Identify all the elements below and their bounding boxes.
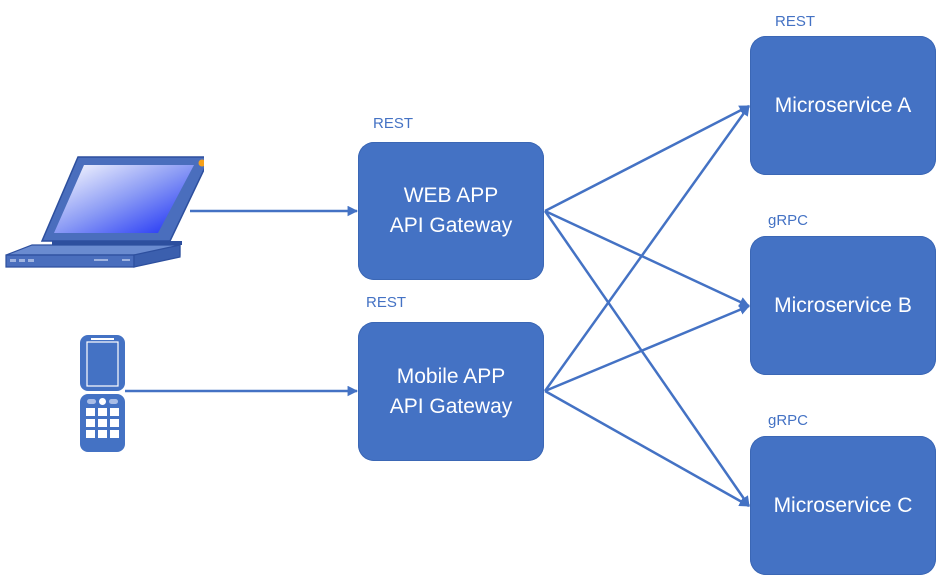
edge-mobile-to-a	[543, 105, 751, 392]
mobile-gateway-subtitle: API Gateway	[389, 394, 513, 418]
web-gateway-subtitle: API Gateway	[389, 214, 513, 237]
microservice-a-node[interactable]: Microservice A	[750, 36, 936, 175]
microservice-b-protocol-label: gRPC	[768, 212, 809, 229]
mobile-gateway-protocol-label: REST	[366, 294, 407, 311]
microservice-c-protocol-label: gRPC	[768, 412, 809, 429]
edge-mobile-to-c	[544, 389, 750, 508]
microservice-c-node[interactable]: Microservice C	[750, 436, 936, 575]
microservice-b-node[interactable]: Microservice B	[750, 236, 936, 375]
web-gateway-protocol-label: REST	[373, 115, 414, 132]
edge-web-to-c	[543, 210, 751, 507]
microservice-a-protocol-label: REST	[775, 13, 816, 30]
microservice-a-label: Microservice A	[774, 93, 912, 117]
laptop-icon	[5, 156, 204, 268]
edge-web-to-a	[544, 104, 750, 213]
microservice-c-label: Microservice C	[773, 493, 913, 517]
web-gateway-title: WEB APP	[403, 184, 499, 207]
mobile-gateway-title: Mobile APP	[396, 364, 506, 388]
microservice-b-label: Microservice B	[774, 293, 912, 317]
web-app-api-gateway-node[interactable]: WEB APP API Gateway	[358, 142, 544, 280]
edge-mobile-to-b	[544, 304, 750, 393]
edge-web-to-b	[544, 209, 750, 308]
mobile-app-api-gateway-node[interactable]: Mobile APP API Gateway	[358, 322, 544, 461]
mobile-phone-icon	[80, 335, 125, 452]
